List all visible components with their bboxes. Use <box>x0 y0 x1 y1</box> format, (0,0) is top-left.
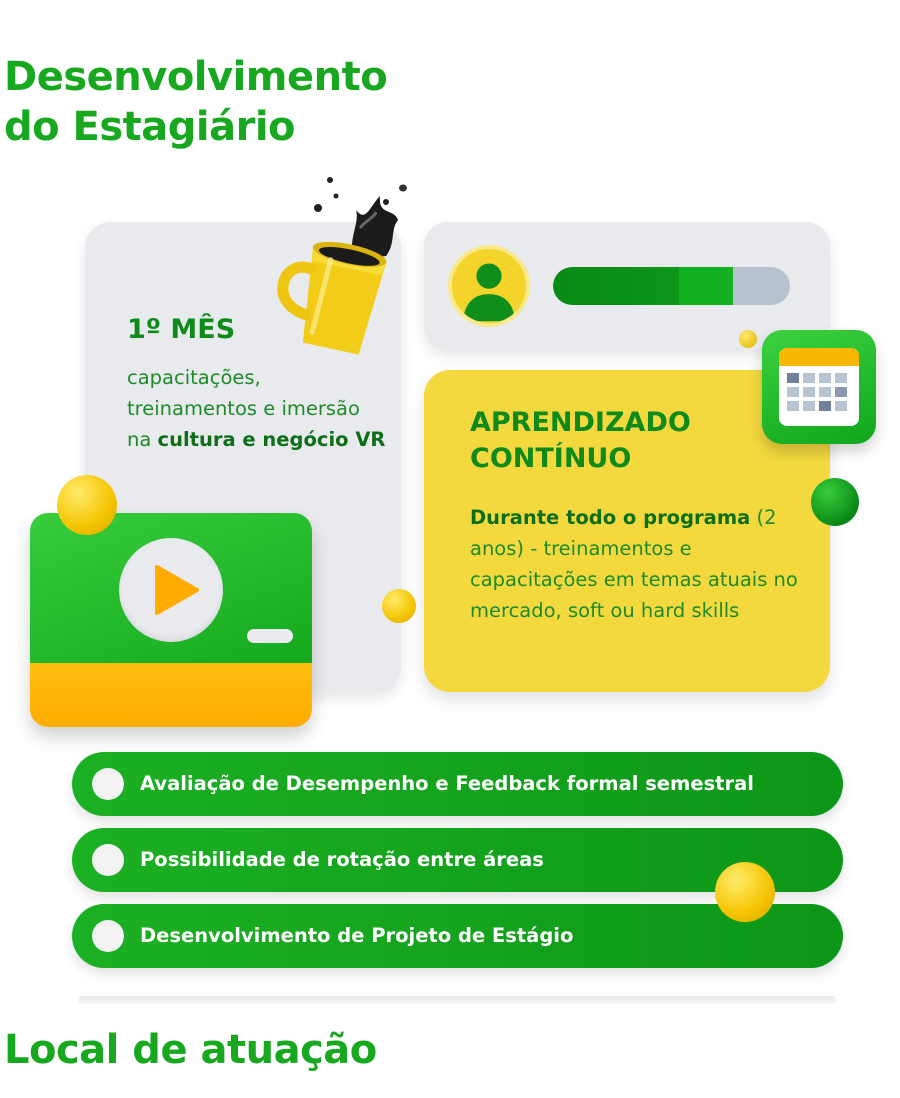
continuous-learning-description-bold: Durante todo o programa <box>470 506 751 529</box>
decorative-yellow-sphere <box>739 330 757 348</box>
bullet-circle-icon <box>92 844 124 876</box>
first-month-description: capacitações, treinamentos e imersão na … <box>127 362 387 455</box>
benefit-pill-label: Possibilidade de rotação entre áreas <box>140 848 544 871</box>
first-month-description-bold: cultura e negócio VR <box>157 428 386 451</box>
continuous-learning-heading: APRENDIZADO CONTÍNUO <box>470 405 770 477</box>
first-month-heading: 1º MÊS <box>127 314 236 345</box>
page-title-line-2: do Estagiário <box>4 104 296 150</box>
page-title: Desenvolvimento do Estagiário <box>4 52 388 152</box>
video-play-icon <box>119 538 223 642</box>
video-player-icon <box>30 513 312 727</box>
calendar-icon <box>762 330 876 444</box>
decorative-green-sphere <box>811 478 859 526</box>
coffee-mug-icon <box>277 177 407 355</box>
benefit-pill-label: Avaliação de Desempenho e Feedback forma… <box>140 772 754 795</box>
benefit-pill-performance-review: Avaliação de Desempenho e Feedback forma… <box>72 752 843 816</box>
user-avatar-icon <box>448 245 530 327</box>
benefit-pill-label: Desenvolvimento de Projeto de Estágio <box>140 924 574 947</box>
continuous-learning-description-text: (2 anos) - treinamentos e capacitações e… <box>470 506 798 622</box>
decorative-yellow-sphere <box>382 589 416 623</box>
bullet-circle-icon <box>92 920 124 952</box>
progress-bar-fill <box>553 267 734 305</box>
section-divider <box>78 996 836 1004</box>
first-month-description-text: capacitações, treinamentos e imersão na <box>127 366 360 451</box>
bullet-circle-icon <box>92 768 124 800</box>
continuous-learning-heading-line-1: APRENDIZADO <box>470 407 691 438</box>
benefit-pill-area-rotation: Possibilidade de rotação entre áreas <box>72 828 843 892</box>
decorative-yellow-sphere <box>715 862 775 922</box>
continuous-learning-description: Durante todo o programa (2 anos) - trein… <box>470 502 800 626</box>
video-progress-bar <box>247 629 293 643</box>
progress-bar <box>553 267 790 305</box>
decorative-yellow-sphere <box>57 475 117 535</box>
section-title-location: Local de atuação <box>4 1027 377 1073</box>
benefit-pill-internship-project: Desenvolvimento de Projeto de Estágio <box>72 904 843 968</box>
page-title-line-1: Desenvolvimento <box>4 54 388 100</box>
continuous-learning-heading-line-2: CONTÍNUO <box>470 443 632 474</box>
video-base <box>30 663 312 727</box>
